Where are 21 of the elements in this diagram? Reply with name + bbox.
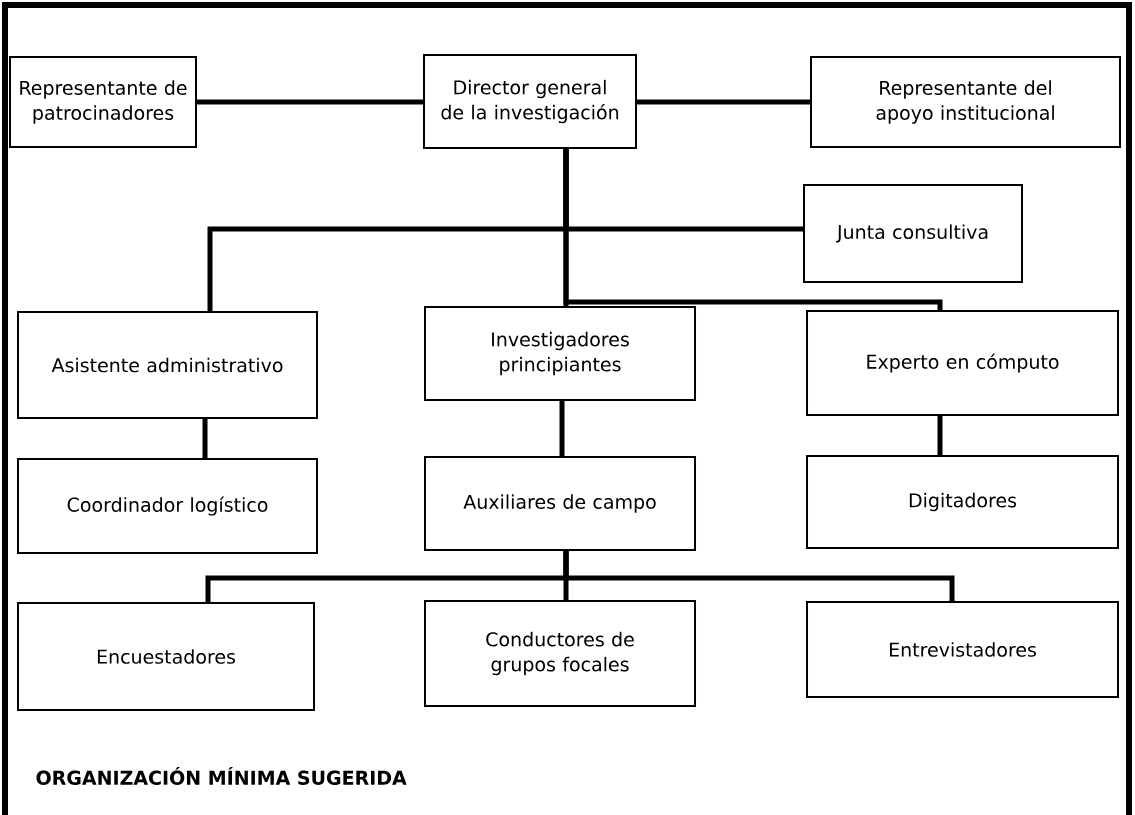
org-box: Conductores de grupos focales (424, 600, 696, 707)
org-box: Auxiliares de campo (424, 456, 696, 551)
org-box: Digitadores (806, 455, 1119, 549)
org-box: Investigadores principiantes (424, 306, 696, 401)
connector-line (202, 419, 208, 458)
connector-line (937, 416, 943, 455)
org-box: Entrevistadores (806, 601, 1119, 698)
connector-line (197, 99, 423, 105)
org-box: Asistente administrativo (17, 311, 318, 419)
org-box: Encuestadores (17, 602, 315, 711)
org-box: Coordinador logístico (17, 458, 318, 554)
org-box: Experto en cómputo (806, 310, 1119, 416)
connector-line (563, 551, 955, 601)
caption: ORGANIZACIÓN MÍNIMA SUGERIDA (36, 767, 407, 785)
org-box: Director general de la investigación (423, 54, 637, 149)
org-box: Junta consultiva (803, 184, 1023, 283)
org-box: Representante de patrocinadores (9, 56, 197, 148)
connector-line (559, 401, 565, 456)
connector-line (637, 99, 810, 105)
org-box: Representante del apoyo institucional (810, 56, 1121, 148)
connector-line (563, 149, 943, 310)
